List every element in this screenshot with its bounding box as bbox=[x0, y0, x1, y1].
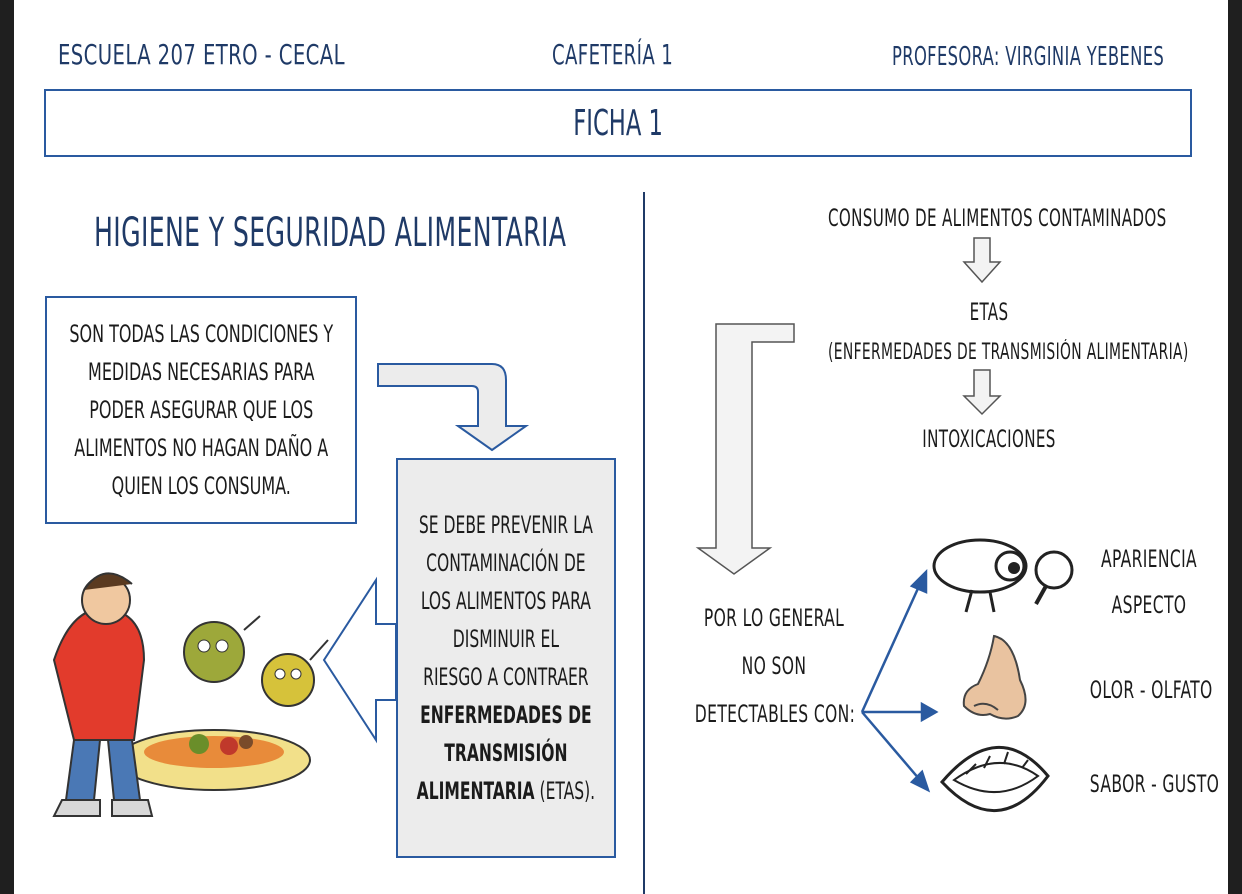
sense-sight-label: APARIENCIA ASPECTO bbox=[1095, 536, 1203, 628]
definition-line: QUIEN LOS CONSUMA. bbox=[111, 472, 291, 500]
flow-intoxicaciones: INTOXICACIONES bbox=[922, 425, 1056, 453]
sense-smell-label: OLOR - OLFATO bbox=[1089, 676, 1213, 704]
nose-icon bbox=[962, 634, 1027, 720]
not-detectable-line: POR LO GENERAL bbox=[703, 604, 845, 632]
sense-sight-line: APARIENCIA bbox=[1100, 545, 1198, 573]
prevention-line-last: ALIMENTARIA (ETAS). bbox=[417, 772, 595, 810]
course-name: CAFETERÍA 1 bbox=[552, 38, 674, 71]
not-detectable-line: NO SON bbox=[741, 652, 807, 680]
prevention-line: DISMINUIR EL bbox=[452, 625, 560, 653]
definition-line: PODER ASEGURAR QUE LOS bbox=[89, 396, 313, 424]
definition-text: SON TODAS LAS CONDICIONES Y MEDIDAS NECE… bbox=[69, 315, 333, 505]
prevention-line: SE DEBE PREVENIR LA bbox=[419, 511, 593, 539]
flow-etas-full: (ENFERMEDADES DE TRANSMISIÓN ALIMENTARIA… bbox=[828, 340, 1189, 365]
prevention-box: SE DEBE PREVENIR LA CONTAMINACIÓN DE LOS… bbox=[396, 458, 616, 858]
prevention-line-bold: ENFERMEDADES DE bbox=[420, 701, 592, 729]
flow-arrow-1 bbox=[962, 237, 1002, 284]
prevention-line: RIESGO A CONTRAER bbox=[423, 663, 589, 691]
definition-line: SON TODAS LAS CONDICIONES Y bbox=[69, 320, 333, 348]
sheet-title: FICHA 1 bbox=[573, 102, 663, 144]
flow-etas: ETAS bbox=[969, 298, 1009, 326]
curved-down-arrow bbox=[377, 363, 530, 452]
definition-box: SON TODAS LAS CONDICIONES Y MEDIDAS NECE… bbox=[45, 296, 357, 524]
prevention-plain-suffix: (ETAS). bbox=[534, 777, 596, 805]
worksheet-page: ESCUELA 207 ETRO - CECAL CAFETERÍA 1 PRO… bbox=[14, 0, 1228, 894]
bent-arrow bbox=[695, 323, 795, 575]
definition-line: MEDIDAS NECESARIAS PARA bbox=[87, 358, 315, 386]
not-detectable-line: DETECTABLES CON: bbox=[694, 700, 856, 728]
definition-line: ALIMENTOS NO HAGAN DAÑO A bbox=[74, 434, 328, 462]
column-divider bbox=[643, 192, 645, 894]
eye-icon bbox=[932, 538, 1074, 613]
not-detectable-text: POR LO GENERAL NO SON DETECTABLES CON: bbox=[694, 594, 856, 738]
graphics-layer bbox=[52, 237, 1074, 817]
left-arrow bbox=[322, 576, 397, 744]
prevention-line-bold: TRANSMISIÓN bbox=[444, 739, 568, 767]
sense-arrows bbox=[860, 568, 939, 793]
sense-sight-line: ASPECTO bbox=[1111, 591, 1187, 619]
prevention-bold-word: ALIMENTARIA bbox=[416, 777, 535, 805]
school-name: ESCUELA 207 ETRO - CECAL bbox=[58, 38, 345, 71]
sick-person-illustration bbox=[52, 572, 329, 817]
prevention-line: LOS ALIMENTOS PARA bbox=[421, 587, 591, 615]
flow-consumo: CONSUMO DE ALIMENTOS CONTAMINADOS bbox=[828, 204, 1167, 232]
section-title: HIGIENE Y SEGURIDAD ALIMENTARIA bbox=[94, 210, 567, 256]
sense-taste-label: SABOR - GUSTO bbox=[1089, 770, 1220, 798]
prevention-line: CONTAMINACIÓN DE bbox=[426, 549, 586, 577]
flow-arrow-2 bbox=[962, 369, 1002, 416]
sheet-title-box: FICHA 1 bbox=[44, 89, 1192, 157]
prevention-text: SE DEBE PREVENIR LA CONTAMINACIÓN DE LOS… bbox=[417, 506, 595, 810]
teacher-name: PROFESORA: VIRGINIA YEBENES bbox=[892, 42, 1165, 72]
mouth-icon bbox=[939, 745, 1050, 813]
